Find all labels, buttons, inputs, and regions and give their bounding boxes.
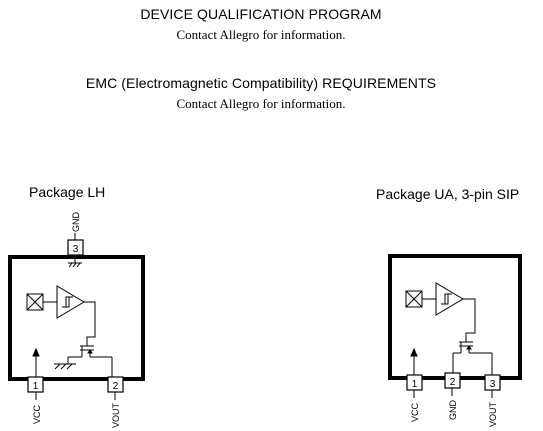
device-qualification-heading: DEVICE QUALIFICATION PROGRAM <box>140 6 382 22</box>
ua-vcc-arrow-icon <box>410 347 418 376</box>
package-lh-title: Package LH <box>29 184 106 200</box>
emc-requirements-heading: EMC (Electromagnetic Compatibility) REQU… <box>85 75 437 91</box>
lh-output-transistor-icon <box>67 345 113 379</box>
lh-pin-1-number: 1 <box>33 381 39 392</box>
ua-pin-2-number: 2 <box>450 377 456 388</box>
package-ua-diagram <box>388 254 522 398</box>
package-ua-title: Package UA, 3-pin SIP <box>376 186 520 202</box>
ua-pin-gnd-label: GND <box>448 400 458 421</box>
device-qualification-note: Contact Allegro for information. <box>176 27 346 42</box>
lh-pin-3-number: 3 <box>73 244 79 255</box>
package-lh-body <box>8 255 145 381</box>
ua-pin-vcc-label: VCC <box>410 402 420 422</box>
ua-pin-3-number: 3 <box>490 379 496 390</box>
ua-output-transistor-icon <box>452 341 493 376</box>
lh-pin-vcc-label: VCC <box>32 404 42 424</box>
package-lh-diagram <box>8 233 145 400</box>
ua-pin-vout-label: VOUT <box>488 401 498 427</box>
package-ua-body <box>388 254 522 380</box>
lh-ground-icon-top <box>68 262 82 268</box>
lh-vcc-arrow-icon <box>32 347 40 378</box>
ua-schmitt-trigger-icon <box>435 282 476 342</box>
ua-pin-1-number: 1 <box>412 379 418 390</box>
lh-pin-vout-label: VOUT <box>111 402 121 428</box>
ua-hall-element-icon <box>405 290 436 308</box>
lh-pin-2-number: 2 <box>113 381 119 392</box>
emc-requirements-note: Contact Allegro for information. <box>176 96 346 111</box>
lh-ground-icon-bottom <box>54 363 76 370</box>
lh-schmitt-trigger-icon <box>56 285 96 346</box>
lh-hall-element-icon <box>26 293 57 311</box>
lh-pin-gnd-label: GND <box>71 212 81 233</box>
